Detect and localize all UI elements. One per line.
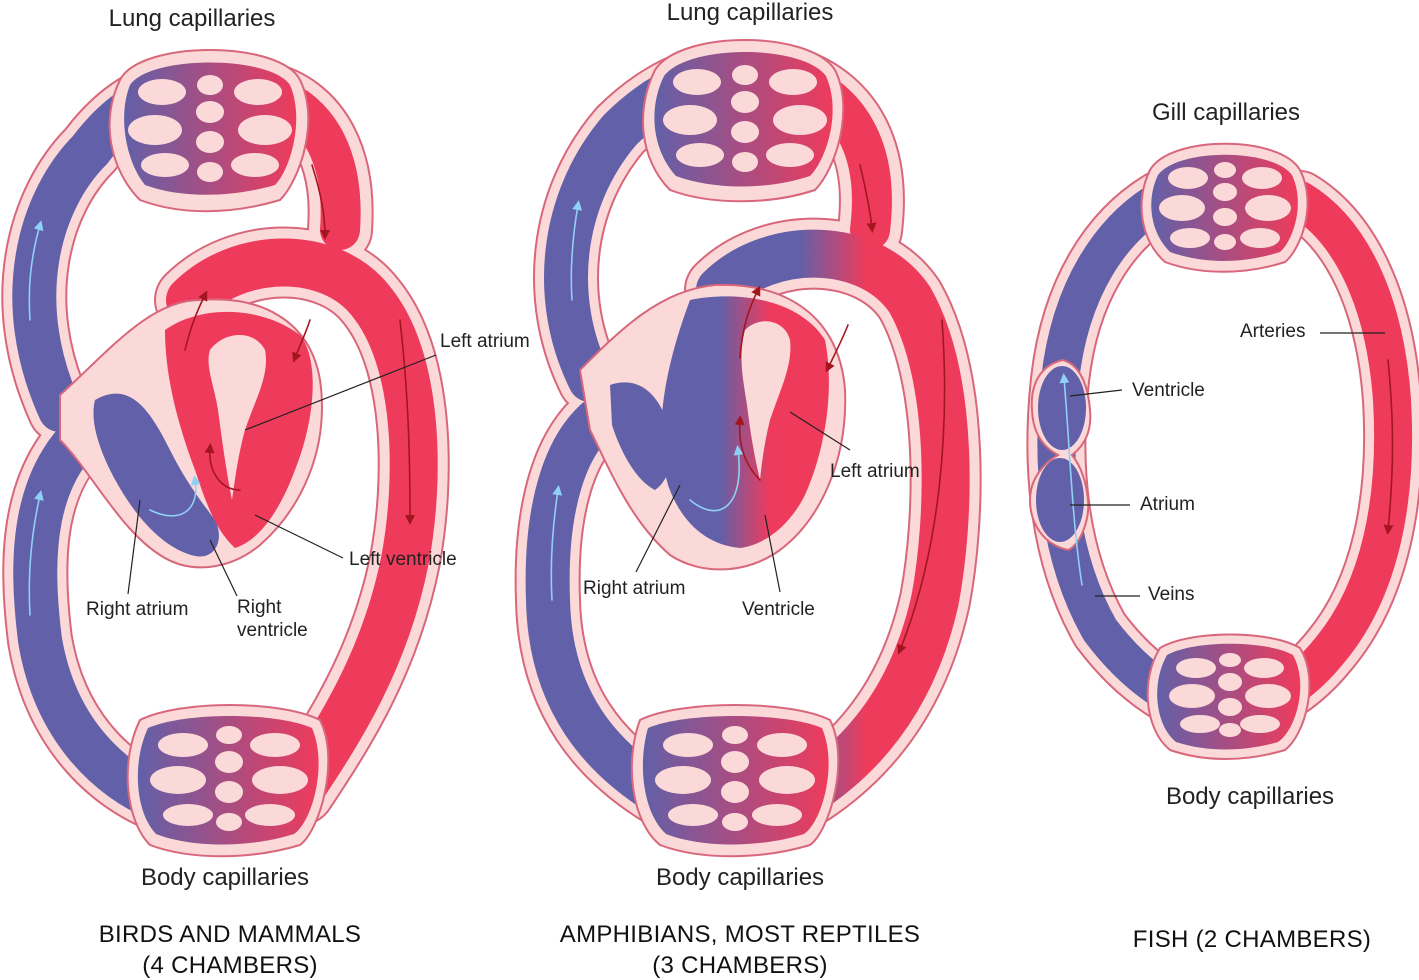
fish-gill-capillary-bed: [1140, 142, 1309, 273]
fish-arteries-label: Arteries: [1240, 321, 1305, 342]
fish-atrium-chamber: [1036, 458, 1084, 542]
amphibians-body-capillary-bed: [630, 704, 840, 858]
birds-lung-capillary-bed: [108, 49, 310, 213]
amphibians-flow-arrows: [550, 164, 946, 655]
arrow-icon: [1383, 359, 1394, 535]
birds-right-ventricle-label-2: ventricle: [237, 620, 308, 641]
arrow-icon: [399, 319, 415, 525]
fish-body-capillary-bed: [1146, 633, 1311, 760]
fish-panel: Gill capillaries Arteries Ventricle Atri…: [1026, 99, 1419, 953]
amphibians-ventricle-label: Ventricle: [742, 599, 815, 620]
birds-left-ventricle-label: Left ventricle: [349, 549, 457, 570]
arrow-icon: [311, 164, 330, 240]
amphibians-lung-capillaries-label: Lung capillaries: [667, 0, 834, 26]
amphibians-body-capillaries-label: Body capillaries: [656, 864, 824, 891]
arrow-icon: [825, 324, 849, 373]
amphibians-leader-lines: [635, 411, 851, 593]
arrow-icon: [689, 445, 744, 512]
arrow-icon: [739, 285, 761, 359]
arrow-icon: [897, 319, 946, 655]
birds-lung-capillaries-label: Lung capillaries: [109, 5, 276, 32]
birds-flow-arrows: [28, 164, 415, 616]
birds-left-atrium-label: Left atrium: [440, 331, 530, 352]
fish-ventricle-chamber: [1038, 366, 1086, 450]
birds-title-line1: BIRDS AND MAMMALS: [99, 921, 361, 948]
arrow-icon: [204, 443, 241, 491]
birds-mammals-panel: Lung capillaries Left atrium Left ventri…: [1, 5, 530, 979]
fish-veins-label: Veins: [1148, 584, 1194, 605]
birds-body-capillary-bed: [126, 704, 330, 858]
birds-right-atrium-label: Right atrium: [86, 599, 188, 620]
amphibians-panel: Lung capillaries Left atrium Right atriu…: [514, 0, 982, 979]
arrow-icon: [184, 290, 208, 351]
fish-body-capillaries-label: Body capillaries: [1166, 783, 1334, 810]
amphibians-heart: [578, 283, 847, 571]
arrow-icon: [149, 475, 201, 517]
arrow-icon: [734, 415, 761, 481]
fish-gill-capillaries-label: Gill capillaries: [1152, 99, 1300, 126]
arrow-icon: [570, 200, 583, 301]
arrow-icon: [859, 164, 877, 233]
arrow-icon: [550, 485, 563, 601]
fish-title: FISH (2 CHAMBERS): [1133, 926, 1371, 953]
arrow-icon: [28, 220, 44, 321]
birds-body-capillaries-label: Body capillaries: [141, 864, 309, 891]
arrow-icon: [292, 319, 311, 363]
amphibians-left-atrium-label: Left atrium: [830, 461, 920, 482]
fish-atrium-label: Atrium: [1140, 494, 1195, 515]
amphibians-title-line2: (3 CHAMBERS): [652, 952, 828, 979]
birds-heart: [59, 298, 323, 569]
amphibians-title-line1: AMPHIBIANS, MOST REPTILES: [560, 921, 920, 948]
amphibians-right-atrium-label: Right atrium: [583, 578, 685, 599]
birds-right-ventricle-label-1: Right: [237, 597, 282, 618]
fish-leader-lines: [1069, 332, 1385, 597]
birds-leader-lines: [127, 354, 437, 597]
arrow-icon: [1059, 373, 1083, 586]
fish-blood-vessels: [1037, 181, 1413, 719]
fish-flow-arrows: [1059, 359, 1394, 586]
amphibians-lung-capillary-bed: [642, 39, 845, 203]
birds-title-line2: (4 CHAMBERS): [142, 952, 318, 979]
fish-ventricle-label: Ventricle: [1132, 380, 1205, 401]
arrow-icon: [28, 490, 44, 616]
